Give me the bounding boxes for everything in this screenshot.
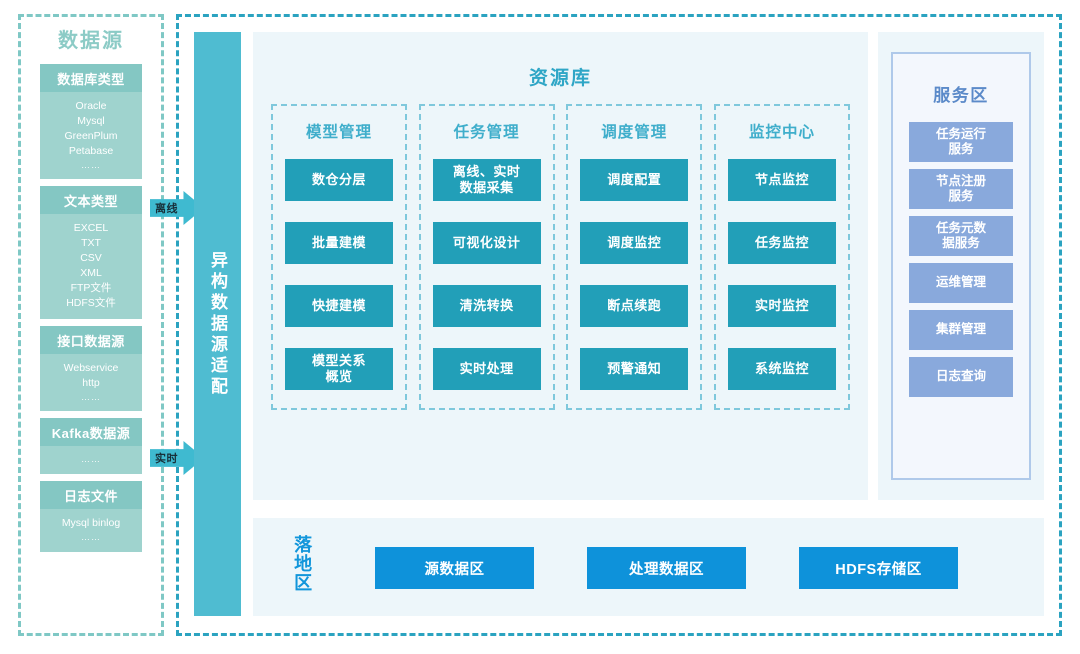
data-source-group-header: Kafka数据源 <box>40 418 142 447</box>
data-source-item: http <box>82 376 100 389</box>
data-source-item: Mysql <box>77 114 105 127</box>
data-source-item: …… <box>81 532 101 543</box>
data-source-group-items: Mysql binlog …… <box>40 509 142 552</box>
resource-library-columns: 模型管理数仓分层批量建模快捷建模模型关系概览任务管理离线、实时数据采集可视化设计… <box>271 104 850 410</box>
resource-item-button[interactable]: 调度配置 <box>580 159 689 201</box>
data-source-group: 接口数据源 Webservice http …… <box>40 325 142 412</box>
landing-zone-label: 落地区 <box>292 535 313 592</box>
data-source-group-header: 日志文件 <box>40 481 142 510</box>
service-item-button[interactable]: 日志查询 <box>909 357 1013 397</box>
data-source-group-items: Webservice http …… <box>40 353 142 412</box>
data-source-group-header: 数据库类型 <box>40 64 142 92</box>
resource-column-title: 调度管理 <box>601 124 668 141</box>
resource-item-button[interactable]: 调度监控 <box>580 222 689 264</box>
flow-arrow-label: 离线 <box>155 203 178 215</box>
flow-arrow-label: 实时 <box>155 453 178 465</box>
resource-item-button[interactable]: 任务监控 <box>727 222 836 264</box>
resource-column-title: 任务管理 <box>453 124 520 141</box>
resource-column: 模型管理数仓分层批量建模快捷建模模型关系概览 <box>271 104 407 410</box>
data-source-item: …… <box>81 159 101 170</box>
service-item-button[interactable]: 节点注册服务 <box>909 169 1013 209</box>
landing-zone-item-button[interactable]: HDFS存储区 <box>799 547 958 589</box>
service-area-box: 服务区 任务运行服务节点注册服务任务元数据服务运维管理集群管理日志查询 <box>891 52 1031 480</box>
data-source-item: Oracle <box>75 100 107 112</box>
data-source-group-header: 文本类型 <box>40 186 142 215</box>
resource-item-button[interactable]: 节点监控 <box>727 159 836 201</box>
data-source-title: 数据源 <box>58 30 124 52</box>
landing-zone-item-button[interactable]: 处理数据区 <box>587 547 746 589</box>
resource-item-button[interactable]: 系统监控 <box>727 348 836 390</box>
data-source-item: XML <box>80 267 102 280</box>
data-source-item: …… <box>81 391 101 402</box>
adapter-label: 异构数据源适配 <box>208 250 227 398</box>
data-source-group: 日志文件 Mysql binlog …… <box>40 481 142 552</box>
resource-item-button[interactable]: 模型关系概览 <box>285 348 393 390</box>
data-source-item: Petabase <box>68 144 114 157</box>
data-source-item: CSV <box>80 252 102 265</box>
data-source-item: EXCEL <box>73 222 109 235</box>
resource-library-title: 资源库 <box>528 68 592 89</box>
resource-column: 调度管理调度配置调度监控断点续跑预警通知 <box>566 104 703 410</box>
data-source-group-header: 接口数据源 <box>40 325 142 354</box>
resource-item-button[interactable]: 快捷建模 <box>285 285 393 327</box>
resource-item-button[interactable]: 数仓分层 <box>285 159 393 201</box>
data-source-item: Webservice <box>63 361 119 374</box>
resource-column-title: 模型管理 <box>305 124 372 141</box>
data-source-item: HDFS文件 <box>66 296 116 309</box>
data-source-item: GreenPlum <box>64 129 118 142</box>
resource-item-button[interactable]: 可视化设计 <box>432 222 541 264</box>
data-source-item: FTP文件 <box>70 282 112 295</box>
resource-item-button[interactable]: 断点续跑 <box>580 285 689 327</box>
service-area-title: 服务区 <box>933 86 989 105</box>
data-source-group-items: …… <box>40 446 142 475</box>
resource-item-button[interactable]: 实时监控 <box>727 285 836 327</box>
service-area-panel: 服务区 任务运行服务节点注册服务任务元数据服务运维管理集群管理日志查询 <box>878 32 1044 500</box>
landing-zone-item-button[interactable]: 源数据区 <box>375 547 534 589</box>
data-source-item: TXT <box>81 237 101 250</box>
resource-column: 任务管理离线、实时数据采集可视化设计清洗转换实时处理 <box>418 104 555 410</box>
service-item-button[interactable]: 集群管理 <box>909 310 1013 350</box>
resource-item-button[interactable]: 批量建模 <box>285 222 393 264</box>
heterogeneous-adapter-bar: 异构数据源适配 <box>194 32 241 616</box>
resource-item-button[interactable]: 实时处理 <box>432 348 541 390</box>
resource-column-title: 监控中心 <box>748 124 815 141</box>
resource-item-button[interactable]: 清洗转换 <box>432 285 541 327</box>
resource-column: 监控中心节点监控任务监控实时监控系统监控 <box>713 104 850 410</box>
service-item-button[interactable]: 任务元数据服务 <box>909 216 1013 256</box>
data-source-item: …… <box>81 454 101 465</box>
resource-item-button[interactable]: 离线、实时数据采集 <box>432 159 541 201</box>
resource-item-button[interactable]: 预警通知 <box>580 348 689 390</box>
landing-zone-item-list: 源数据区 处理数据区 HDFS存储区 <box>375 547 958 589</box>
data-source-group: Kafka数据源 …… <box>40 418 142 475</box>
service-area-item-list: 任务运行服务节点注册服务任务元数据服务运维管理集群管理日志查询 <box>909 122 1013 397</box>
service-item-button[interactable]: 运维管理 <box>909 263 1013 303</box>
data-source-item: Mysql binlog <box>61 517 121 530</box>
resource-library-panel: 资源库 模型管理数仓分层批量建模快捷建模模型关系概览任务管理离线、实时数据采集可… <box>253 32 868 500</box>
landing-zone-panel: 落地区 源数据区 处理数据区 HDFS存储区 <box>253 518 1044 616</box>
service-item-button[interactable]: 任务运行服务 <box>909 122 1013 162</box>
